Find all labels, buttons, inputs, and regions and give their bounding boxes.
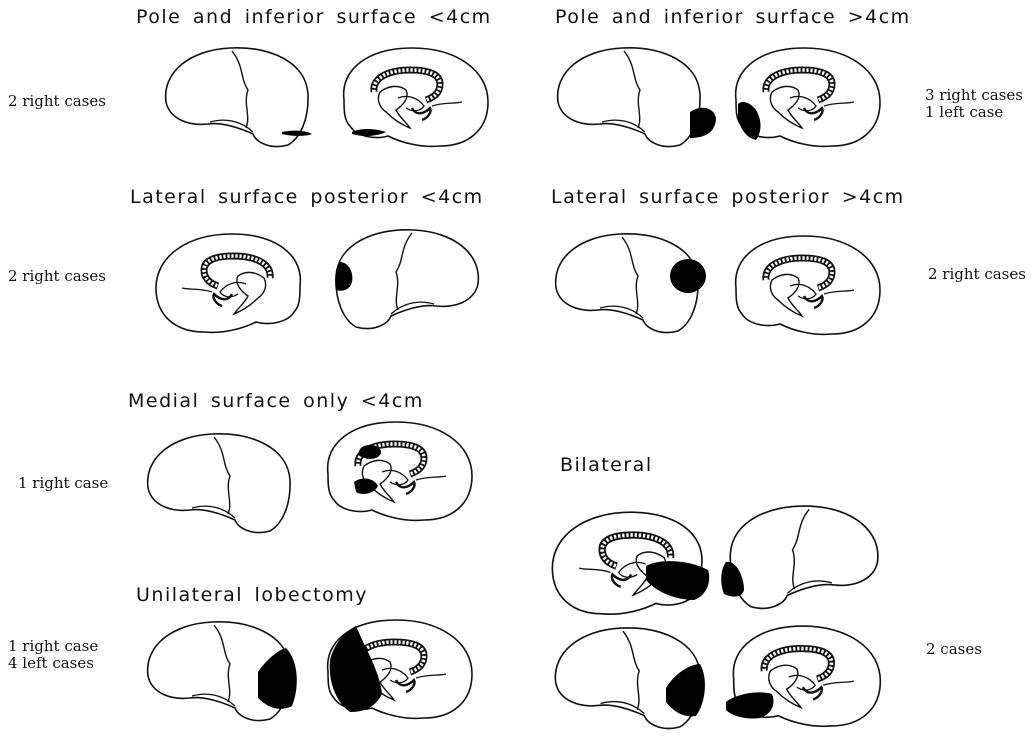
brain-medial-view [328, 422, 472, 520]
brain-lateral-view [558, 48, 716, 147]
brain-medial-view [736, 48, 880, 146]
lesion-mark [726, 692, 774, 718]
brain-medial-view [344, 48, 488, 146]
brain-medial-view [156, 234, 300, 332]
brain-lateral-view [166, 48, 312, 147]
brain-medial-view [552, 512, 709, 614]
brain-lateral-view [148, 434, 290, 533]
brain-lateral-view [721, 506, 878, 608]
brain-medial-view [726, 626, 880, 726]
lesion-mark [690, 108, 716, 138]
brain-lateral-view [555, 628, 705, 729]
brain-lateral-view [148, 622, 297, 721]
brain-medial-view [736, 236, 880, 334]
brain-lateral-view [556, 234, 706, 333]
brain-lateral-view [335, 230, 478, 329]
lesion-mark [670, 259, 706, 293]
lesion-mark [359, 445, 381, 459]
brain-medial-view [328, 620, 472, 718]
